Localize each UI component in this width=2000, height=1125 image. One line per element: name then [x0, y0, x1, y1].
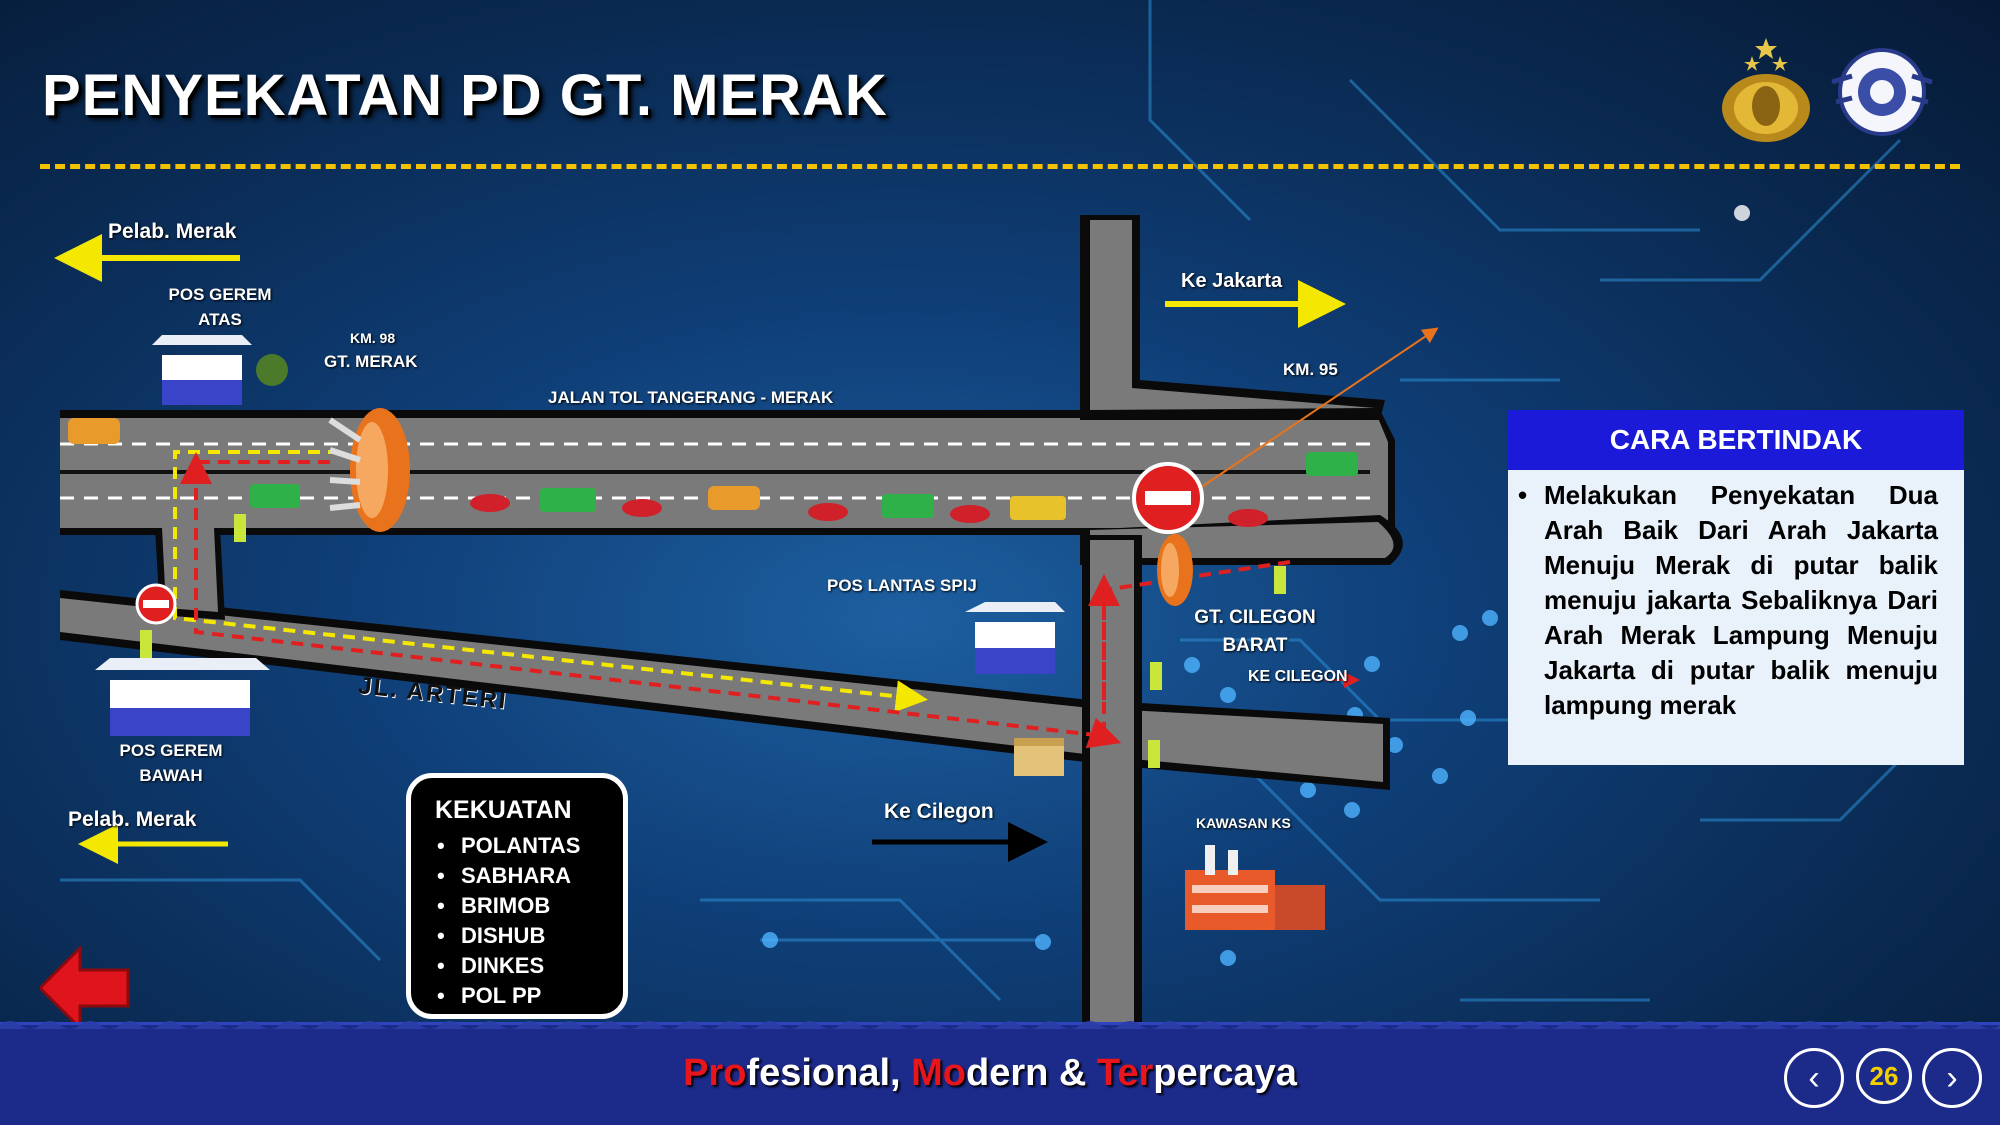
kawasan-ks-label: KAWASAN KS	[1196, 815, 1291, 831]
pelab-merak-top-label: Pelab. Merak	[108, 220, 237, 243]
cara-bertindak-body: • Melakukan Penyekatan Dua Arah Baik Dar…	[1508, 470, 1964, 723]
list-item: •POL PP	[437, 983, 542, 1008]
traffic-emblem-icon	[1831, 48, 1933, 136]
yellow-route	[173, 450, 928, 713]
km98-label: KM. 98	[350, 330, 396, 346]
cara-bertindak-text: Melakukan Penyekatan Dua Arah Baik Dari …	[1544, 480, 1938, 720]
cara-bertindak-title: CARA BERTINDAK	[1508, 410, 1964, 470]
gt-merak-label: GT. MERAK	[324, 352, 418, 371]
page-title: PENYEKATAN PD GT. MERAK	[42, 63, 888, 128]
km95-label: KM. 95	[1283, 360, 1338, 379]
no-entry-icon	[135, 583, 177, 625]
wave-border	[0, 1021, 2000, 1029]
list-item: •BRIMOB	[437, 893, 551, 918]
police-officers	[140, 514, 1286, 768]
emblems	[1722, 38, 1933, 142]
pelab-merak-bottom-label: Pelab. Merak	[68, 808, 197, 831]
tagline: Profesional, Modern & Terpercaya	[683, 1052, 1297, 1094]
building-icon	[1014, 738, 1064, 776]
page-number: 26	[1856, 1048, 1912, 1104]
footer-bar	[0, 1021, 2000, 1125]
toll-road-label: JALAN TOL TANGERANG - MERAK	[548, 388, 834, 407]
red-route	[194, 460, 1291, 739]
prev-icon: ‹	[1808, 1058, 1820, 1097]
factory-icon	[1185, 845, 1325, 930]
kekuatan-box: KEKUATAN •POLANTAS •SABHARA •BRIMOB •DIS…	[406, 773, 628, 1019]
list-item: •SABHARA	[437, 863, 571, 888]
pos-lantas-label: POS LANTAS SPIJ	[827, 576, 977, 595]
title-divider	[40, 164, 1960, 169]
gt-merak-gate	[328, 408, 410, 532]
guard-post-icon	[152, 335, 288, 405]
kekuatan-title: KEKUATAN	[435, 796, 572, 824]
no-entry-icon	[1132, 462, 1204, 534]
police-emblem-icon	[1722, 38, 1810, 142]
vehicles	[68, 418, 1358, 527]
prev-button[interactable]: ‹	[1784, 1048, 1844, 1108]
list-item: •POLANTAS	[437, 833, 581, 858]
pos-gerem-atas-label: POS GEREM ATAS	[168, 285, 272, 329]
gt-cilegon-label: GT. CILEGON BARAT	[1194, 607, 1316, 656]
next-button[interactable]: ›	[1922, 1048, 1982, 1108]
pos-gerem-bawah-label: POS GEREM BAWAH	[119, 741, 223, 785]
list-item: •DISHUB	[437, 923, 546, 948]
kekuatan-list: •POLANTAS •SABHARA •BRIMOB •DISHUB •DINK…	[411, 831, 623, 1011]
list-item: •DINKES	[437, 953, 545, 978]
next-icon: ›	[1946, 1058, 1958, 1097]
bullet-icon: •	[1518, 480, 1528, 510]
guard-post-icon	[965, 602, 1065, 674]
ke-cilegon-small-label: KE CILEGON	[1248, 668, 1348, 685]
guard-post-icon	[95, 658, 270, 736]
gt-cilegon-gate	[1157, 534, 1193, 606]
cara-bertindak-panel: CARA BERTINDAK • Melakukan Penyekatan Du…	[1508, 410, 1964, 765]
ke-cilegon-label: Ke Cilegon	[884, 800, 994, 823]
ke-jakarta-label: Ke Jakarta	[1181, 270, 1283, 292]
